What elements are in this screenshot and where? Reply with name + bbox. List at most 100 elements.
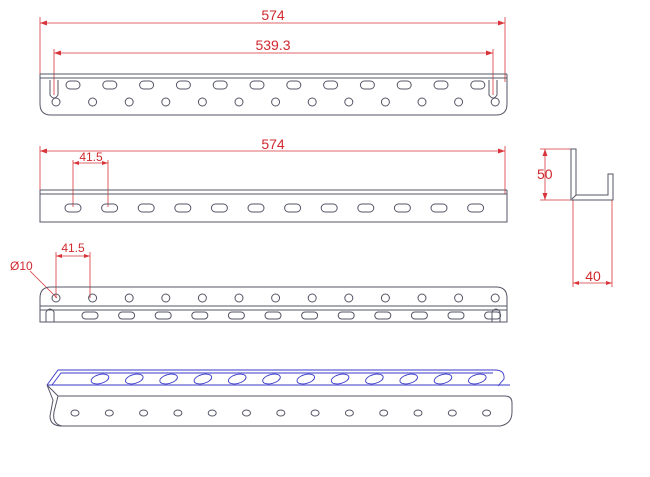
hole (380, 293, 390, 303)
front-overall-length: 574 (261, 136, 285, 152)
hole (197, 293, 207, 303)
slot (125, 373, 144, 385)
isometric-view (46, 369, 513, 427)
slot (139, 80, 155, 90)
slot (410, 311, 428, 320)
slot (262, 373, 281, 385)
slot (320, 203, 338, 213)
top-overall-length: 574 (261, 7, 285, 23)
hole (161, 97, 171, 107)
slot (399, 373, 418, 385)
slot (357, 203, 375, 213)
hole (482, 409, 492, 417)
slot (90, 373, 110, 385)
hole (413, 409, 423, 417)
hole (454, 97, 464, 107)
top-view: 574 539.3 (39, 7, 508, 116)
slot (284, 203, 302, 213)
slot (264, 311, 282, 320)
hole (379, 409, 389, 417)
hole (139, 409, 149, 417)
slot (359, 80, 375, 90)
hole (307, 97, 317, 107)
hole (310, 409, 320, 417)
hole (276, 409, 286, 417)
slot (247, 203, 265, 213)
hole (124, 293, 134, 303)
hole (207, 409, 217, 417)
hole (490, 97, 500, 107)
hole (124, 97, 134, 107)
slot (210, 203, 228, 213)
slot (174, 203, 192, 213)
slot (286, 80, 302, 90)
hole (344, 97, 354, 107)
slot (137, 203, 155, 213)
slot (393, 203, 411, 213)
hole (104, 409, 114, 417)
top-slot-span: 539.3 (255, 37, 290, 53)
hole (271, 293, 281, 303)
slot (301, 311, 319, 320)
slot (468, 373, 487, 385)
hole (344, 293, 354, 303)
slot (337, 311, 355, 320)
slot (81, 311, 99, 320)
slot (64, 203, 82, 213)
slot (227, 373, 247, 385)
hole (88, 97, 98, 107)
hole (417, 293, 427, 303)
slot (323, 80, 339, 90)
hole (490, 293, 500, 303)
front-slot-pitch: 41.5 (79, 150, 103, 164)
hole (173, 409, 183, 417)
slot (396, 80, 412, 90)
hole (380, 97, 390, 107)
slot (212, 80, 228, 90)
slot (102, 80, 118, 90)
slot (249, 80, 265, 90)
bottom-hole-pitch: 41.5 (61, 241, 85, 255)
hole (242, 409, 251, 417)
slot (484, 311, 502, 320)
hole (271, 97, 281, 107)
hole (417, 97, 427, 107)
hole (88, 293, 98, 303)
bottom-view: 41.5 Ø10 (10, 241, 508, 323)
hole (51, 293, 61, 303)
hole (70, 409, 80, 417)
slot (374, 311, 392, 320)
slot (467, 203, 485, 213)
hole (344, 409, 354, 417)
slot (193, 373, 213, 385)
hole (51, 97, 61, 107)
slot (433, 373, 453, 385)
slot (118, 311, 136, 320)
front-view: 574 41.5 (39, 136, 508, 223)
slot (191, 311, 209, 320)
profile-height: 50 (537, 166, 553, 182)
slot (365, 373, 384, 385)
slot (65, 80, 81, 90)
slot (296, 373, 316, 385)
slot (101, 203, 119, 213)
slot (227, 311, 245, 320)
slot (330, 373, 350, 385)
hole (197, 97, 207, 107)
slot (433, 80, 449, 90)
profile-width: 40 (585, 268, 601, 284)
hole (234, 293, 244, 303)
hole (161, 293, 171, 303)
slot (470, 80, 486, 90)
slot (430, 203, 448, 213)
slot (447, 311, 465, 320)
hole (447, 409, 457, 417)
hole (307, 293, 317, 303)
hole (234, 97, 244, 107)
hole (454, 293, 464, 303)
slot (175, 80, 191, 90)
slot (159, 373, 178, 385)
bottom-hole-diameter: Ø10 (10, 259, 33, 273)
profile-view: 50 40 (537, 148, 614, 287)
